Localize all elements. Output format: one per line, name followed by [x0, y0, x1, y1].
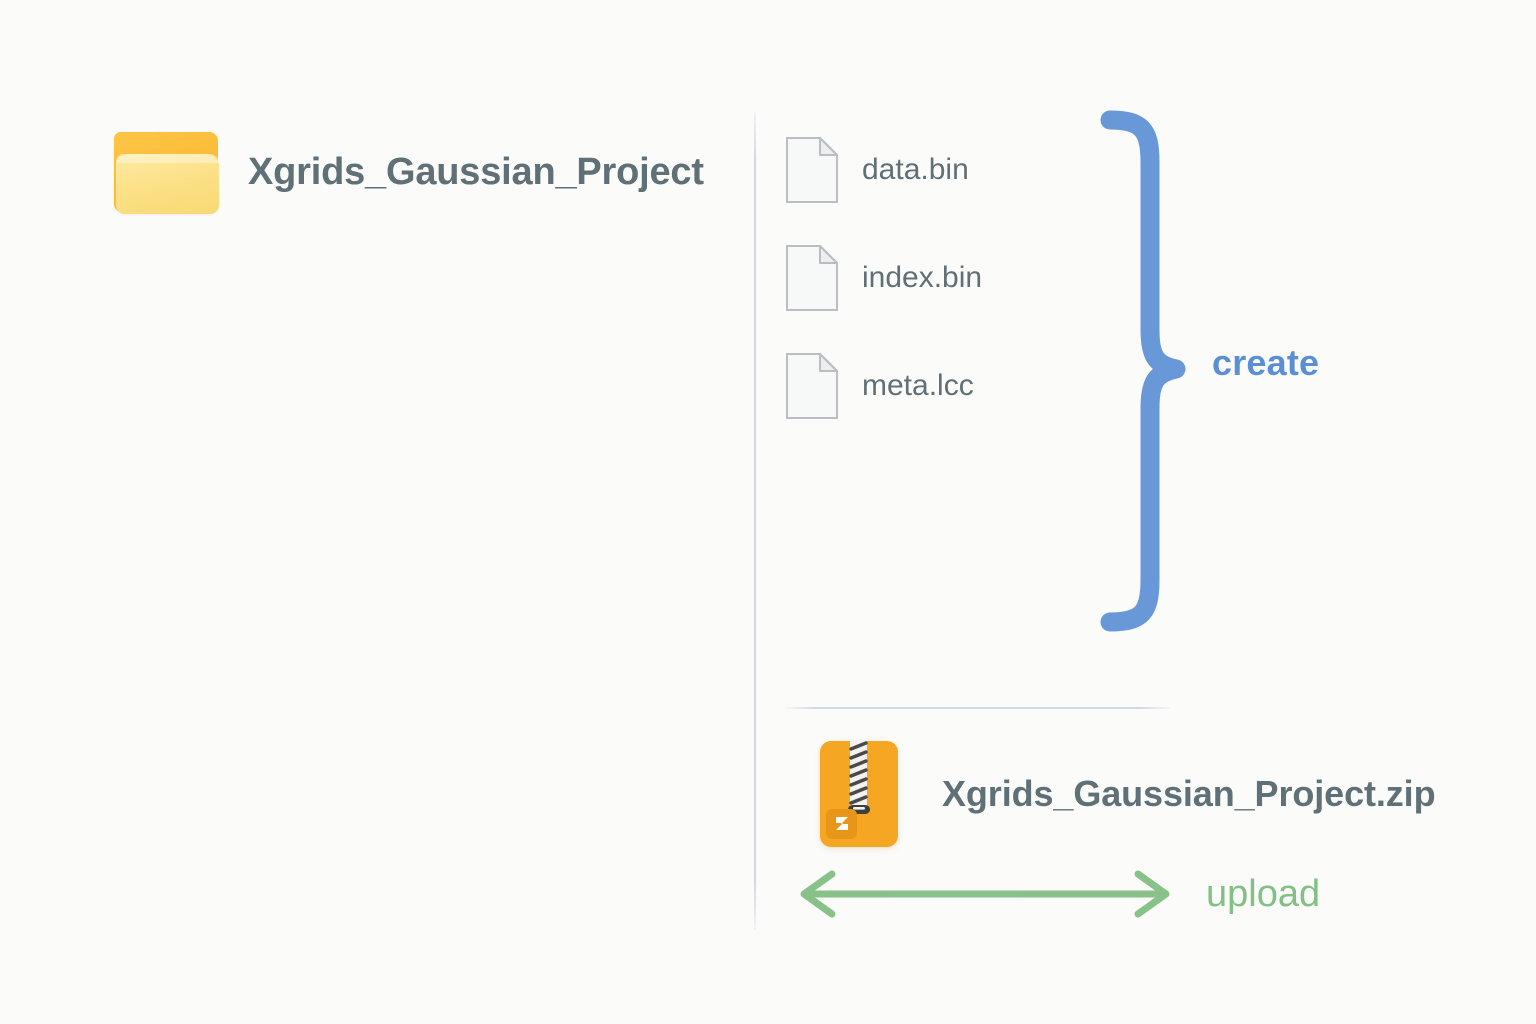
vertical-divider — [754, 112, 756, 930]
zip-file-icon — [820, 741, 898, 847]
upload-annotation: upload — [790, 866, 1320, 922]
file-name: meta.lcc — [862, 369, 974, 402]
horizontal-divider — [785, 707, 1171, 709]
folder-tab — [114, 132, 160, 148]
document-icon — [786, 245, 838, 311]
file-list: data.bin index.bin meta.lcc — [786, 136, 982, 420]
upload-label: upload — [1206, 872, 1321, 915]
archive-name: Xgrids_Gaussian_Project.zip — [942, 773, 1436, 814]
archive-item[interactable]: Xgrids_Gaussian_Project.zip — [820, 741, 1436, 847]
list-item[interactable]: data.bin — [786, 136, 982, 204]
list-item[interactable]: index.bin — [786, 244, 982, 312]
document-icon — [786, 137, 838, 203]
file-name: data.bin — [862, 153, 969, 186]
list-item[interactable]: meta.lcc — [786, 352, 982, 420]
curly-brace-icon — [1090, 104, 1200, 638]
create-label: create — [1212, 342, 1320, 383]
folder-front-panel — [116, 154, 219, 214]
source-folder-name: Xgrids_Gaussian_Project — [248, 150, 704, 193]
double-headed-arrow-icon — [790, 866, 1180, 922]
folder-icon — [112, 128, 220, 216]
source-folder-item[interactable]: Xgrids_Gaussian_Project — [112, 128, 704, 216]
file-name: index.bin — [862, 261, 983, 294]
document-icon — [786, 353, 838, 419]
